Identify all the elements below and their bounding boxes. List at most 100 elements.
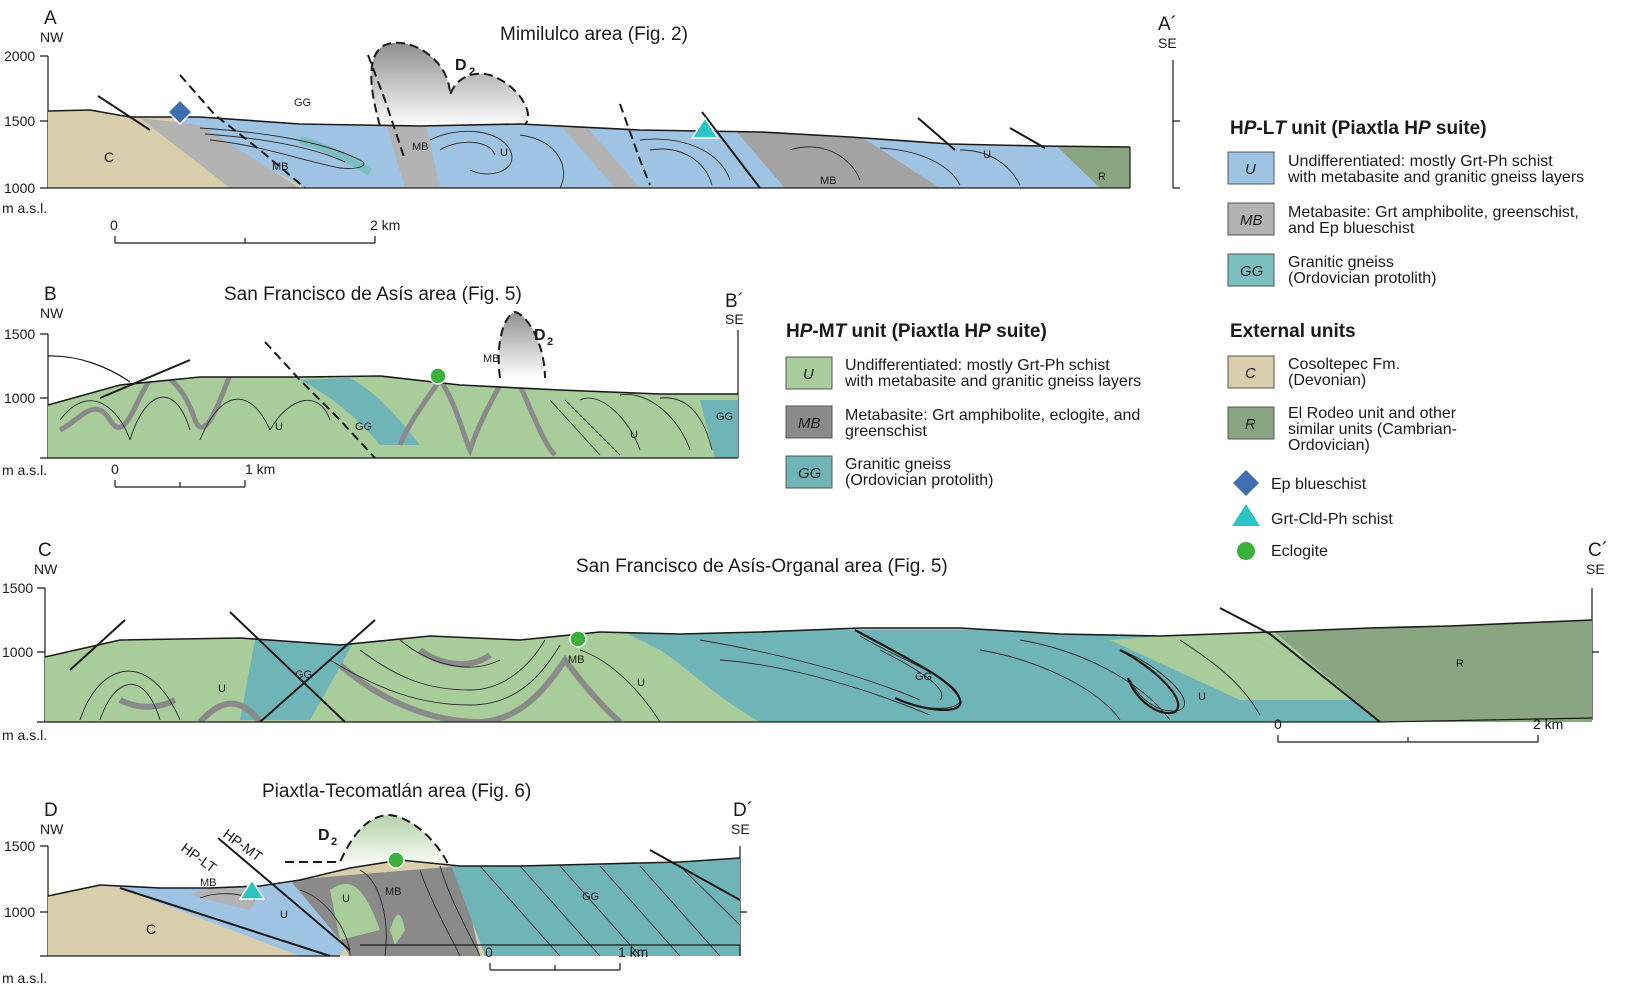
legend-hpmt-u-code: U — [803, 366, 814, 383]
section-b-d2-fold — [498, 312, 545, 378]
section-a-label-mb3: MB — [820, 175, 837, 187]
section-d: D NW D´ SE Piaxtla-Tecomatlán area (Fig.… — [2, 781, 753, 986]
section-a-fault-1 — [97, 95, 151, 131]
section-c-gg-fold-trace — [854, 629, 962, 711]
section-a-fault-7 — [1009, 127, 1046, 149]
section-a-right-axis — [1172, 60, 1180, 189]
section-d-grt-cld-marker — [238, 878, 266, 900]
section-c-scale-bar — [1277, 735, 1539, 743]
section-d-mb-unit-1 — [190, 887, 260, 910]
diamond-icon — [1233, 470, 1259, 496]
section-d-gg-unit — [450, 858, 740, 956]
section-a-label-r: R — [1098, 171, 1106, 183]
section-d-y-axis — [40, 845, 49, 957]
section-a-label-u1: U — [500, 147, 508, 159]
section-a-tick-2000: 2000 — [4, 48, 35, 64]
legend-hplt-u-line2: with metabasite and granitic gneiss laye… — [1287, 169, 1584, 186]
legend-hpmt-u-line2: with metabasite and granitic gneiss laye… — [844, 373, 1141, 390]
section-d-base — [48, 944, 741, 957]
section-d-eclogite-marker — [387, 851, 405, 869]
legend-hpmt-u-swatch — [785, 356, 833, 390]
section-a-fault-3 — [367, 54, 406, 161]
section-a-label-mb1: MB — [272, 161, 289, 173]
section-b-title: San Francisco de Asís area (Fig. 5) — [224, 284, 522, 305]
legend-hplt-gg-code: GG — [1240, 263, 1264, 280]
section-b: B NW B´ SE San Francisco de Asís area (F… — [2, 284, 744, 488]
section-a-nw: NW — [40, 29, 64, 45]
section-a-fault-4 — [619, 103, 651, 186]
section-b-label-u2: U — [630, 429, 638, 441]
section-b-y-axis — [40, 333, 49, 459]
legend-external-c-line2: (Devonian) — [1288, 372, 1366, 389]
section-a-scale-bar — [114, 236, 376, 244]
section-d-se: SE — [731, 821, 750, 837]
section-d-title: Piaxtla-Tecomatlán area (Fig. 6) — [262, 781, 531, 802]
legend-external-c-swatch — [1227, 355, 1275, 389]
section-d-label-u2: U — [342, 893, 350, 905]
section-c-fault-3 — [259, 619, 376, 723]
legend-external-c-line1: Cosoltepec Fm. — [1288, 356, 1400, 373]
section-b-scale-0: 0 — [111, 461, 119, 477]
legend-external-heading: External units — [1230, 321, 1356, 342]
legend-hpmt-gg-line2: (Ordovician protolith) — [845, 472, 994, 489]
section-a-d2-sub: 2 — [469, 66, 475, 78]
section-d-d2-label: D — [318, 827, 330, 844]
legend-hplt-u-line1: Undifferentiated: mostly Grt-Ph schist — [1288, 153, 1553, 170]
section-b-unit: m a.s.l. — [2, 462, 47, 478]
section-c-label-u1: U — [218, 683, 226, 695]
section-d-prime: D´ — [733, 800, 753, 821]
section-b-label-gg1: GG — [355, 421, 372, 433]
legend-external-r-code: R — [1245, 416, 1256, 433]
section-c-fault-1 — [69, 619, 126, 671]
section-c-tick-1500: 1500 — [2, 580, 33, 596]
section-b-prime: B´ — [725, 291, 744, 312]
legend-hplt-mb-line1: Metabasite: Grt amphibolite, greenschist… — [1288, 204, 1579, 221]
section-c-label-r: R — [1456, 658, 1464, 670]
legend-hplt-mb-code: MB — [1240, 212, 1263, 229]
section-a-prime: A´ — [1158, 14, 1177, 35]
section-c-scale-end: 2 km — [1533, 716, 1563, 732]
legend-hplt-mb-line2: and Ep blueschist — [1288, 220, 1415, 237]
section-d-topo — [47, 857, 741, 897]
section-a-title: Mimilulco area (Fig. 2) — [500, 24, 688, 45]
section-d-label-u1: U — [280, 909, 288, 921]
section-c-scale-0: 0 — [1274, 716, 1282, 732]
section-c-letter: C — [38, 540, 52, 561]
section-d-label-gg: GG — [582, 891, 599, 903]
legend-hplt: HP-LT unit (Piaxtla HP suite) U Undiffer… — [1227, 118, 1584, 287]
legend-hpmt-heading: HP-MT unit (Piaxtla HP suite) — [786, 321, 1047, 342]
section-a-se: SE — [1158, 35, 1177, 51]
section-a-letter: A — [44, 8, 57, 29]
section-a-fault-6 — [917, 117, 956, 151]
legend-hpmt-mb-line2: greenschist — [845, 423, 927, 440]
section-d-nw: NW — [40, 821, 64, 837]
section-c-u-fold-trace — [1119, 649, 1180, 715]
section-a-scale-end: 2 km — [370, 217, 400, 233]
legend-external-r-line3: Ordovician) — [1288, 437, 1370, 454]
section-b-scale-end: 1 km — [245, 461, 275, 477]
legend-hpmt-mb-swatch — [785, 405, 833, 439]
section-a-mb-unit-1 — [140, 118, 300, 188]
legend-hplt-heading: HP-LT unit (Piaxtla HP suite) — [1230, 118, 1487, 139]
section-a-label-c: C — [104, 149, 114, 165]
legend-symbol-eclogite: Eclogite — [1271, 543, 1328, 560]
section-c-r-unit — [1272, 620, 1592, 722]
triangle-icon — [1232, 504, 1260, 526]
section-d-tick-1000: 1000 — [4, 904, 35, 920]
section-c-label-u2: U — [637, 677, 645, 689]
section-b-topo — [47, 375, 738, 406]
section-d-label-mb1: MB — [200, 877, 217, 889]
section-b-label-gg2: GG — [716, 411, 733, 423]
section-a-blueschist-marker — [166, 98, 194, 126]
section-d-u-core — [390, 914, 405, 945]
section-b-letter: B — [44, 284, 57, 305]
section-d-tick-1500: 1500 — [4, 838, 35, 854]
section-b-d2-outline — [497, 310, 546, 379]
section-a-grt-cld-marker — [690, 116, 720, 139]
section-a-base — [48, 147, 1131, 189]
section-a-d2-fold — [371, 42, 529, 128]
section-b-u-fill — [48, 376, 738, 458]
legend-external-r-swatch — [1227, 406, 1275, 440]
section-c-gg-unit-1 — [240, 640, 355, 720]
